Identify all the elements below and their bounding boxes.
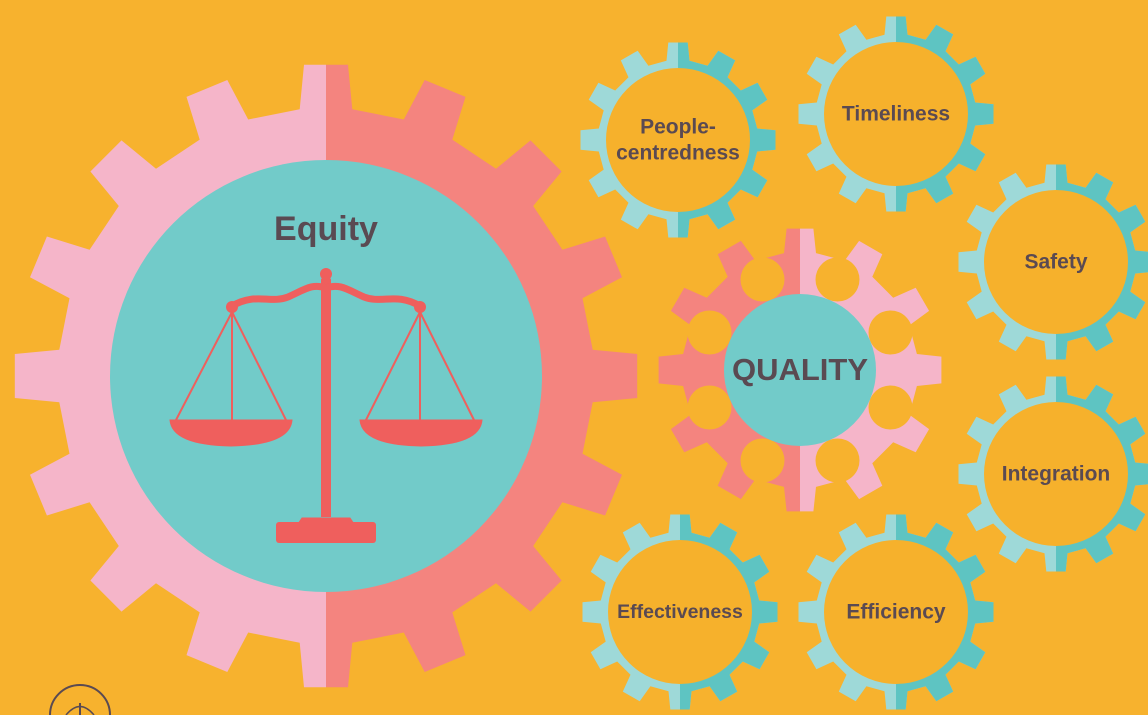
effectiveness-label: Effectiveness <box>617 601 743 623</box>
gear-timeliness-face <box>824 42 968 186</box>
balance-scale-icon <box>169 268 483 543</box>
gear-safety-face <box>984 190 1128 334</box>
gear-hole <box>815 257 860 302</box>
quality-label: QUALITY <box>732 352 868 387</box>
timeliness-label: Timeliness <box>842 103 950 126</box>
gear-people-centredness-face <box>606 68 750 212</box>
equity-gear: Equity <box>14 64 638 688</box>
quality-dimension-gears: People-centredness TimelinessSafetyIntegr… <box>580 16 1148 710</box>
efficiency-label: Efficiency <box>846 601 946 624</box>
gear-timeliness: Timeliness <box>798 16 994 212</box>
gear-efficiency-face <box>824 540 968 684</box>
quality-gear-face <box>724 294 876 446</box>
gear-efficiency: Efficiency <box>798 514 994 710</box>
gear-hole <box>687 385 732 430</box>
gear-effectiveness: Effectiveness <box>582 514 778 710</box>
gear-people-centredness: People-centredness <box>580 42 776 238</box>
gear-effectiveness-face <box>608 540 752 684</box>
gear-hole <box>687 310 732 355</box>
gear-hole <box>868 385 913 430</box>
equity-label: Equity <box>274 210 378 248</box>
globe-logo-icon <box>49 684 111 715</box>
gear-integration-face <box>984 402 1128 546</box>
people-centredness-label: People- <box>640 115 716 138</box>
people-centredness-label: centredness <box>616 142 740 165</box>
gear-hole <box>740 438 785 483</box>
gear-hole <box>868 310 913 355</box>
quality-gear: QUALITY <box>658 228 942 512</box>
gear-safety: Safety <box>958 164 1148 360</box>
safety-label: Safety <box>1024 251 1087 274</box>
quality-gear-holes <box>687 257 913 483</box>
integration-label: Integration <box>1002 463 1111 486</box>
gear-hole <box>815 438 860 483</box>
gear-hole <box>740 257 785 302</box>
gear-integration: Integration <box>958 376 1148 572</box>
